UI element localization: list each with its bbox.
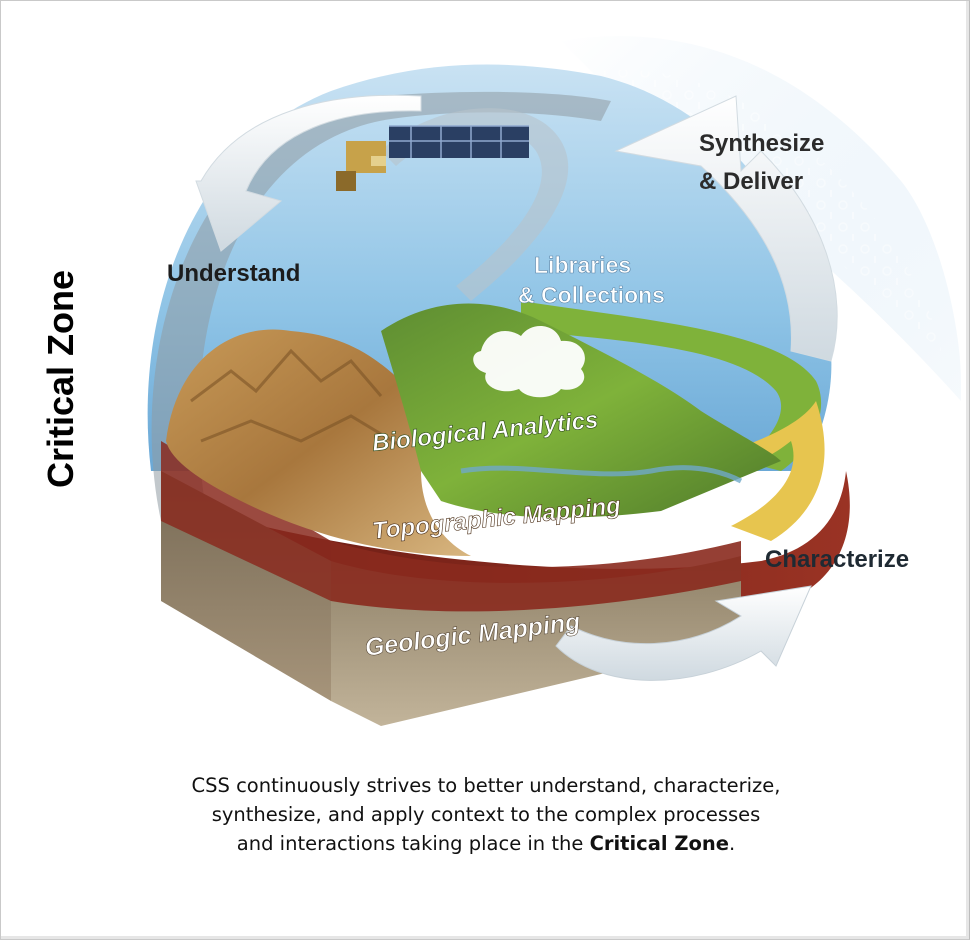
label-synthesize-2: & Deliver bbox=[699, 168, 803, 195]
arrow-synthesize bbox=[614, 95, 838, 362]
label-synthesize-1: Synthesize bbox=[699, 130, 824, 157]
bedrock-side-red bbox=[161, 441, 331, 601]
arrow-understand bbox=[195, 94, 422, 252]
critical-zone-illustration: Understand Synthesize & Deliver Librarie… bbox=[147, 36, 961, 726]
caption-line-2: synthesize, and apply context to the com… bbox=[211, 803, 761, 826]
label-libraries-1: Libraries bbox=[534, 252, 631, 278]
vegetation-band bbox=[521, 301, 822, 471]
river bbox=[460, 465, 743, 484]
label-understand: Understand bbox=[167, 260, 300, 287]
caption-line-3-prefix: and interactions taking place in the bbox=[236, 832, 590, 855]
desert-ridges bbox=[190, 348, 402, 448]
figure-caption: CSS continuously strives to better under… bbox=[61, 771, 911, 858]
side-title: Critical Zone bbox=[40, 269, 81, 489]
caption-line-3: and interactions taking place in the Cri… bbox=[61, 829, 911, 858]
caption-critical-zone: Critical Zone bbox=[589, 832, 730, 855]
caption-line-1: CSS continuously strives to better under… bbox=[191, 774, 781, 797]
swirl-ribbon-inner bbox=[381, 108, 569, 301]
side-title-container: Critical Zone bbox=[31, 249, 91, 509]
bedrock-top-red bbox=[331, 541, 741, 612]
cloud bbox=[473, 325, 585, 398]
desert-terrain bbox=[166, 329, 471, 556]
caption-line-3-suffix: . bbox=[729, 832, 736, 855]
label-libraries-2: & Collections bbox=[518, 282, 665, 308]
label-characterize: Characterize bbox=[765, 546, 909, 573]
arrow-characterize bbox=[555, 585, 812, 681]
satellite-icon bbox=[336, 125, 529, 191]
